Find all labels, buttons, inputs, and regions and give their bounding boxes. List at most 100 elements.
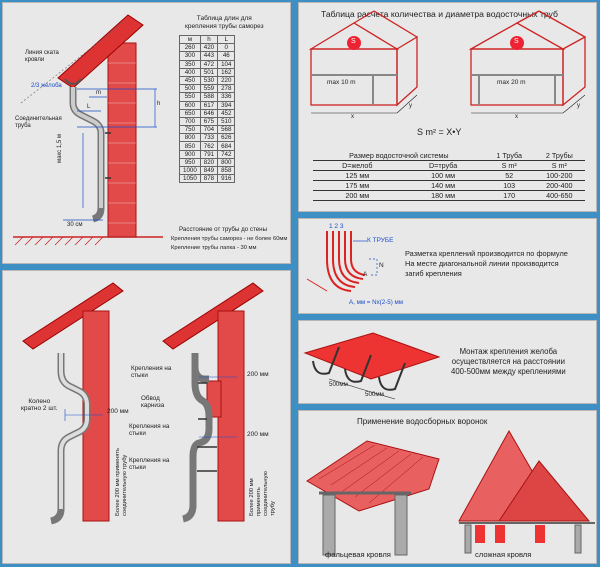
table-cell: 568 [217, 125, 236, 135]
to-pipe-label: К ТРУБЕ [367, 237, 394, 244]
panel2-title: Таблица расчета количества и диаметра во… [321, 9, 558, 19]
table-cell: 791 [199, 149, 219, 159]
table-cell: 650 [179, 108, 201, 118]
table-cell: 200-400 [533, 180, 585, 191]
table-cell: 762 [199, 141, 219, 151]
area-formula: S m² = X•Y [417, 127, 462, 137]
distance-notes-title: Расстояние от трубы до стены [179, 226, 268, 233]
table-cell: 125 мм [313, 170, 402, 181]
table-cell: 800 [179, 133, 201, 143]
table-cell: 443 [199, 51, 219, 61]
panel-bracket-marking: 1 2 3 К ТРУБЕ N A A, мм = Nx(2-5) мм Раз… [298, 218, 597, 314]
table-cell: 510 [217, 116, 236, 127]
table-cell: 52 [484, 170, 534, 181]
spec-subheader: D=труба [401, 160, 485, 171]
left-200mm-label: 200 мм [107, 408, 129, 415]
marking-text: Разметка креплений производится по форму… [405, 249, 568, 278]
house-drawings [308, 10, 586, 114]
gutter-fraction-label: 2/3 желоба [31, 83, 62, 89]
table-cell: 1050 [179, 174, 201, 184]
table-cell: 858 [217, 165, 236, 176]
complex-roof-label: сложная кровля [475, 550, 532, 559]
elbow-label: Колено кратно 2 шт. [21, 398, 58, 412]
table-cell: 675 [199, 116, 219, 127]
spacing-500-a: 500мм [329, 381, 348, 388]
table-cell: 878 [199, 174, 219, 184]
spec-subheader: S m² [484, 160, 534, 171]
length-table-title: Таблица длин для крепления трубы саморез [185, 15, 264, 30]
distance-note-line1: Крепления трубы саморез - не более 60мм [171, 236, 288, 242]
table-cell: 0 [217, 43, 236, 53]
table-cell: 350 [179, 59, 201, 69]
brackets-mid-label: Крепления на стыки [129, 423, 170, 437]
table-cell: 162 [217, 67, 236, 77]
wall-drawing [13, 14, 163, 246]
distance-note-line2: Крепление трубы лапка - 30 мм [171, 245, 257, 251]
table-cell: 260 [179, 43, 201, 53]
bracket-numbers: 1 2 3 [329, 223, 344, 230]
house2-s-label: S [514, 38, 519, 45]
brackets-bottom-label: Крепления на стыки [129, 457, 170, 471]
table-cell: 500 [179, 84, 201, 94]
table-cell: 140 мм [401, 180, 485, 191]
elbow-drawings [22, 282, 264, 525]
funnel-drawings [306, 429, 595, 556]
table-cell: 175 мм [313, 180, 402, 191]
table-cell: 420 [199, 43, 219, 53]
a-label: A [363, 271, 368, 278]
panel-funnels: Применение водосборных воронок фальцевая… [298, 410, 597, 564]
spec-header: 1 Труба [484, 151, 534, 161]
table-cell: 559 [199, 84, 219, 94]
table-cell: 820 [199, 157, 219, 168]
table-cell: 472 [199, 59, 219, 69]
seam-roof-label: фальцевая кровля [325, 550, 391, 559]
table-cell: 916 [217, 174, 236, 184]
table-cell: 180 мм [401, 190, 485, 201]
cm30-label: 30 см [67, 222, 83, 228]
table-cell: 617 [199, 100, 219, 110]
table-cell: 336 [217, 92, 236, 102]
table-cell: 742 [217, 149, 236, 159]
table-cell: 300 [179, 51, 201, 61]
table-cell: 750 [179, 125, 201, 135]
table-cell: 200 мм [313, 190, 402, 201]
table-cell: 626 [217, 133, 236, 143]
house1-x-label: x [351, 114, 354, 120]
table-cell: 400-650 [533, 190, 585, 201]
spec-subheader: S m² [533, 160, 585, 171]
right-200mm-b: 200 мм [247, 431, 269, 438]
table-cell: 900 [179, 149, 201, 159]
max15-label: макс 1,5 м [57, 134, 63, 163]
right-side-text: Более 200 мм применять соединительную тр… [249, 471, 276, 516]
house2-y-label: y [577, 103, 580, 109]
length-col-header: м [179, 34, 201, 45]
h-label: h [157, 101, 161, 107]
panel-elbow-installation: Колено кратно 2 шт. 200 мм Более 200 мм … [2, 270, 291, 564]
bracket-drawing [306, 231, 378, 292]
table-cell: 394 [217, 100, 236, 110]
table-cell: 104 [217, 59, 236, 69]
table-cell: 100-200 [533, 170, 585, 181]
table-cell: 400 [179, 67, 201, 77]
spacing-500-b: 500мм [365, 391, 384, 398]
spec-subheader: D=желоб [313, 160, 402, 171]
table-cell: 501 [199, 67, 219, 77]
length-col-header: L [217, 34, 236, 45]
table-cell: 452 [217, 108, 236, 118]
